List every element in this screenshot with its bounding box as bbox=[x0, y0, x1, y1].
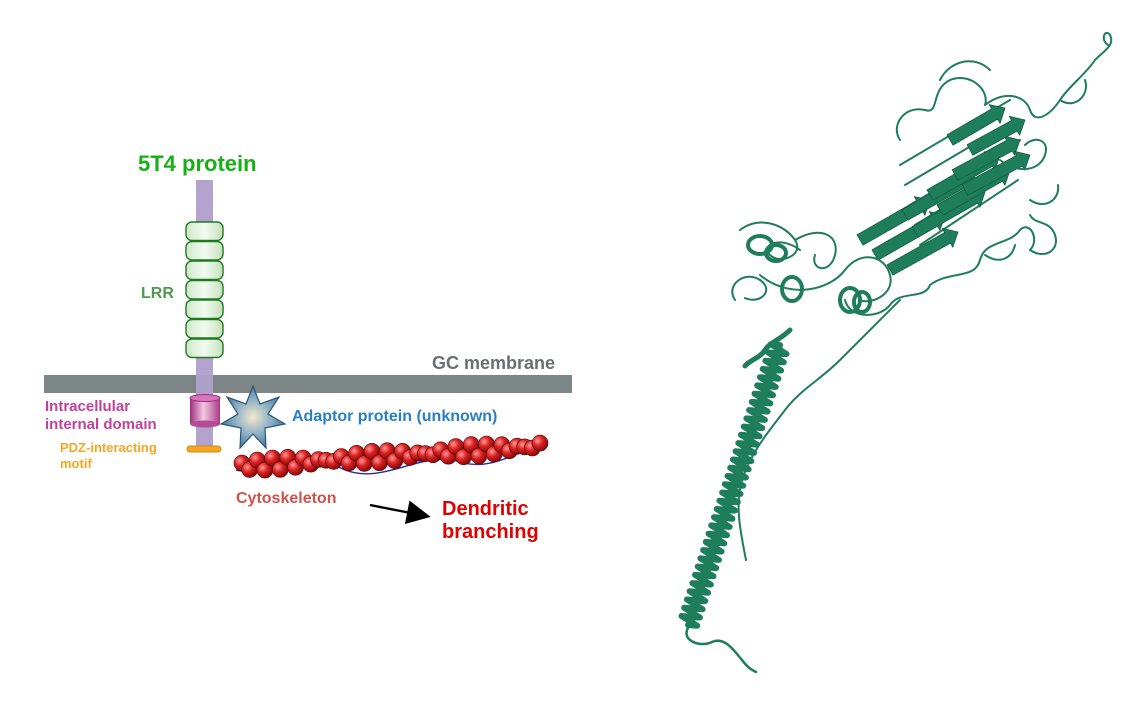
beta-strand-arrow bbox=[966, 115, 1026, 156]
adaptor-protein-star bbox=[219, 384, 287, 450]
beta-strand-arrow bbox=[886, 227, 959, 276]
domain-helices bbox=[746, 234, 872, 314]
beta-strand-arrow bbox=[951, 135, 1021, 181]
transmembrane-segment bbox=[196, 375, 213, 393]
tail-loop bbox=[685, 623, 758, 674]
intracellular-label-line1: Intracellular bbox=[45, 398, 130, 415]
actin-beads bbox=[233, 434, 549, 479]
beta-strand-arrow bbox=[961, 150, 1031, 196]
protein-title: 5T4 protein bbox=[138, 151, 257, 176]
thin-loop bbox=[737, 299, 901, 561]
lrr-segment bbox=[185, 221, 224, 242]
beta-strand-arrow bbox=[946, 104, 1006, 146]
lrr-segment bbox=[185, 240, 224, 261]
intracellular-label-line2: internal domain bbox=[45, 416, 157, 433]
lrr-segment bbox=[185, 338, 224, 359]
adaptor-label: Adaptor protein (unknown) bbox=[292, 408, 497, 425]
protein-ribbon-structure bbox=[678, 31, 1113, 674]
pdz-label-line2: motif bbox=[60, 456, 92, 471]
dendritic-label-line1: Dendritic bbox=[442, 498, 529, 520]
pdz-label-line1: PDZ-interacting bbox=[60, 440, 157, 455]
cytoskeleton-label: Cytoskeleton bbox=[236, 490, 336, 507]
lrr-segment bbox=[185, 279, 224, 300]
beta-strands bbox=[856, 104, 1031, 276]
membrane-label: GC membrane bbox=[432, 353, 555, 373]
schematic-diagram: 5T4 protein LRR GC membrane Intracellula… bbox=[44, 151, 572, 543]
domain-loops bbox=[731, 31, 1113, 316]
junction-helix bbox=[742, 327, 793, 369]
dendritic-label-line2: branching bbox=[442, 521, 539, 543]
branching-arrow bbox=[369, 500, 431, 525]
long-helix bbox=[678, 341, 790, 629]
cytoskeleton-filament bbox=[233, 434, 549, 479]
lrr-label: LRR bbox=[141, 285, 174, 302]
lrr-segment bbox=[185, 260, 224, 281]
actin-bead bbox=[531, 434, 549, 452]
gc-membrane bbox=[44, 375, 572, 393]
lrr-domain bbox=[185, 221, 224, 359]
intracellular-domain bbox=[189, 394, 221, 428]
lrr-segment bbox=[185, 299, 224, 320]
lrr-segment bbox=[185, 318, 224, 339]
pdz-motif bbox=[186, 445, 222, 453]
